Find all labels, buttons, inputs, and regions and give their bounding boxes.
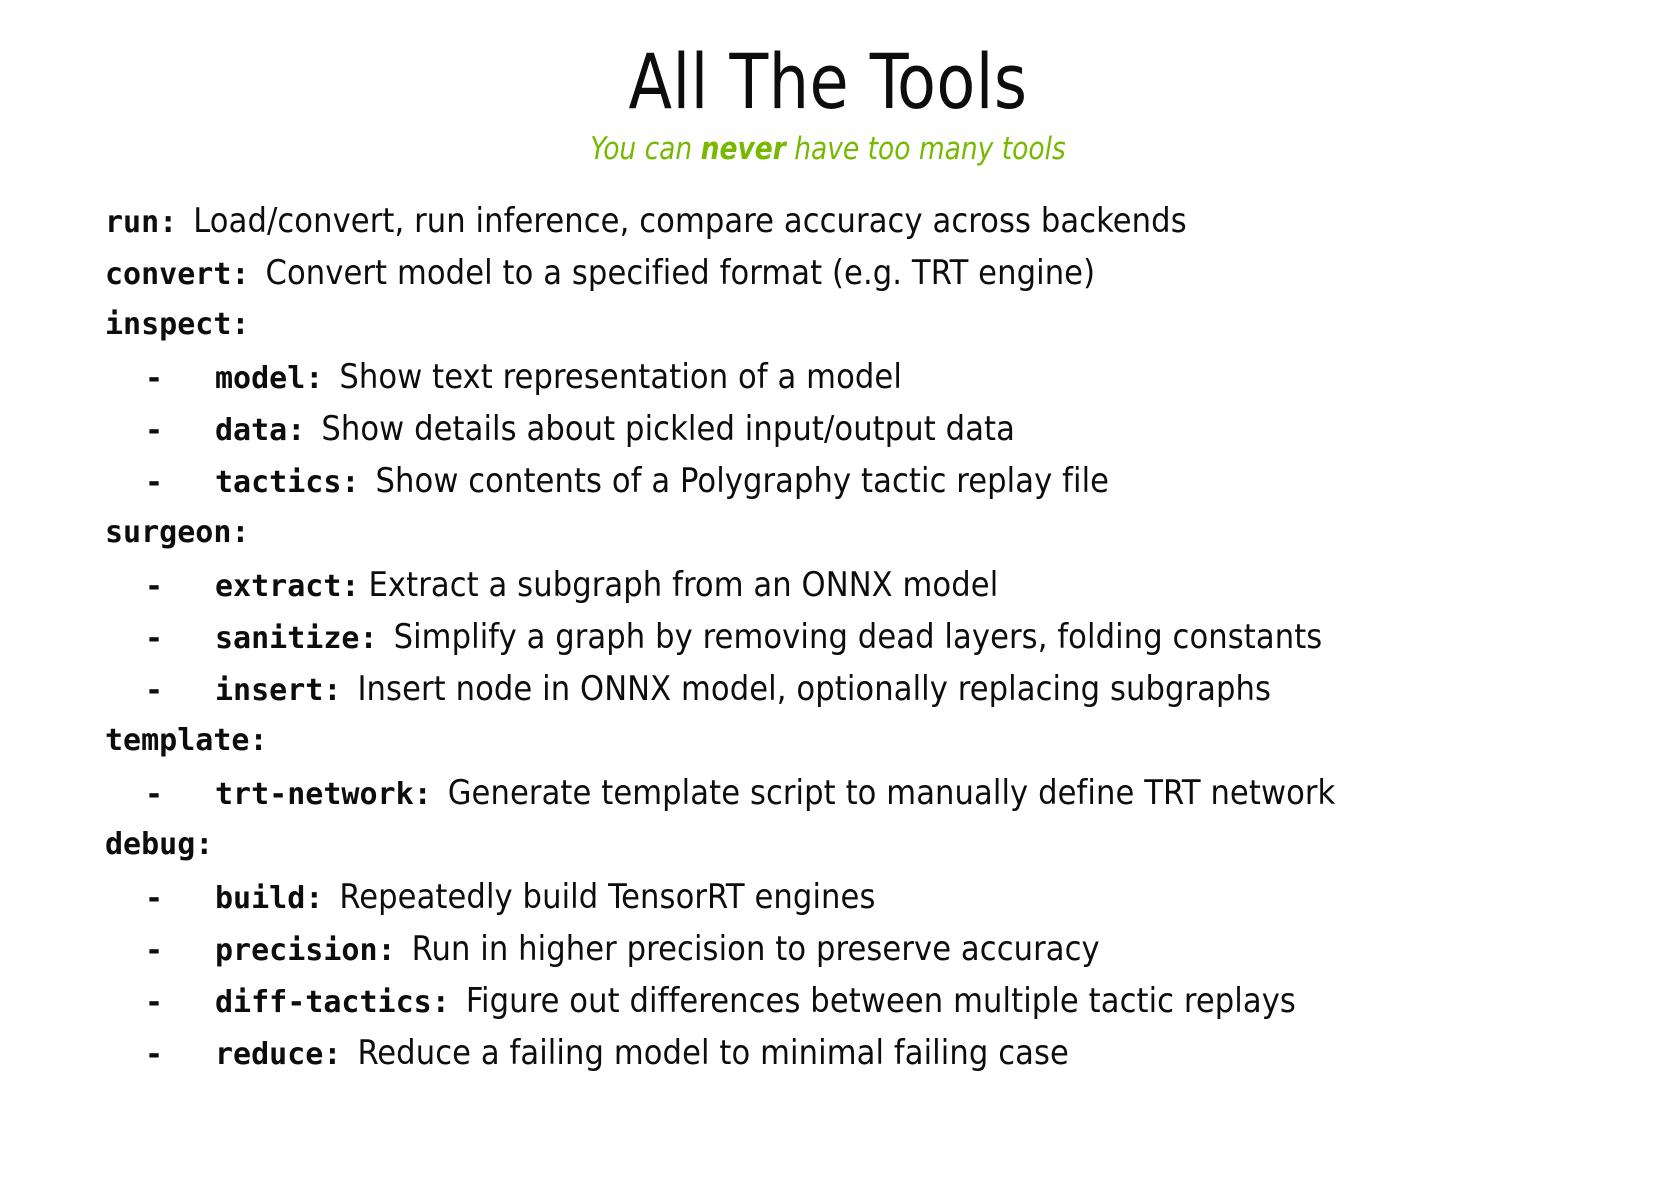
subtitle-emphasis: never [700,131,786,167]
page-title: All The Tools [628,37,1028,126]
bullet-dash-icon: - [145,361,164,396]
tool-command-name: convert: [105,257,250,292]
tool-command-name: tactics: [215,465,360,500]
tool-command-row: run: Load/convert, run inference, compare… [0,195,1656,247]
tool-subcommand-row: - build: Repeatedly build TensorRT engines [0,871,1656,923]
tool-subcommand-row: - extract:Extract a subgraph from an ONNX… [0,559,1656,611]
tool-subcommand-row: - insert: Insert node in ONNX model, optio… [0,663,1656,715]
bullet-dash-icon: - [145,569,164,604]
tool-description: Generate template script to manually def… [447,773,1336,813]
tool-description: Repeatedly build TensorRT engines [339,877,876,917]
tool-command-name: diff-tactics: [215,985,450,1020]
tool-command-name: run: [105,205,178,240]
tool-description: Extract a subgraph from an ONNX model [368,565,999,605]
tool-command-row: template: [0,715,1656,767]
bullet-dash-icon: - [145,1037,164,1072]
tool-subcommand-row: - sanitize: Simplify a graph by removing d… [0,611,1656,663]
tool-description: Figure out differences between multiple … [465,981,1296,1021]
slide-subtitle: You can never have too many tools [41,134,1614,165]
tool-description: Reduce a failing model to minimal failin… [357,1033,1069,1073]
tool-subcommand-row: - model: Show text representation of a mod… [0,351,1656,403]
slide-header: All The Tools You can never have too man… [0,0,1656,165]
tool-command-row: debug: [0,819,1656,871]
tool-description: Show contents of a Polygraphy tactic rep… [375,461,1110,501]
bullet-dash-icon: - [145,621,164,656]
tool-command-name: template: [105,723,268,758]
tool-command-row: surgeon: [0,507,1656,559]
subtitle-text-before: You can [590,131,701,167]
tool-command-name: debug: [105,827,214,862]
tool-command-name: sanitize: [215,621,378,656]
tool-description: Simplify a graph by removing dead layers… [393,617,1323,657]
bullet-dash-icon: - [145,465,164,500]
tool-description: Show text representation of a model [339,357,902,397]
tool-description: Insert node in ONNX model, optionally re… [357,669,1272,709]
tool-subcommand-row: - precision: Run in higher precision to pr… [0,923,1656,975]
tool-command-name: extract: [215,569,360,604]
tool-command-name: reduce: [215,1037,342,1072]
tool-command-name: precision: [215,933,396,968]
tool-subcommand-row: - diff-tactics: Figure out differences bet… [0,975,1656,1027]
tool-subcommand-row: - tactics: Show contents of a Polygraphy t… [0,455,1656,507]
tool-description: Convert model to a specified format (e.g… [265,253,1096,293]
tool-description: Run in higher precision to preserve accu… [411,929,1100,969]
tool-subcommand-row: - trt-network: Generate template script to… [0,767,1656,819]
tool-description: Show details about pickled input/output … [321,409,1015,449]
tool-command-name: model: [215,361,324,396]
tool-command-row: convert: Convert model to a specified for… [0,247,1656,299]
subtitle-text-after: have too many tools [785,131,1066,167]
tool-command-name: inspect: [105,307,250,342]
tool-command-name: trt-network: [215,777,432,812]
bullet-dash-icon: - [145,933,164,968]
tool-command-name: surgeon: [105,515,250,550]
bullet-dash-icon: - [145,413,164,448]
tool-list: run: Load/convert, run inference, compare… [0,165,1656,1079]
bullet-dash-icon: - [145,985,164,1020]
bullet-dash-icon: - [145,777,164,812]
tool-command-name: insert: [215,673,342,708]
bullet-dash-icon: - [145,673,164,708]
tool-subcommand-row: - data: Show details about pickled input/o… [0,403,1656,455]
tool-subcommand-row: - reduce: Reduce a failing model to minima… [0,1027,1656,1079]
tool-description: Load/convert, run inference, compare acc… [193,201,1187,241]
bullet-dash-icon: - [145,881,164,916]
tool-command-name: data: [215,413,306,448]
tool-command-name: build: [215,881,324,916]
tool-command-row: inspect: [0,299,1656,351]
